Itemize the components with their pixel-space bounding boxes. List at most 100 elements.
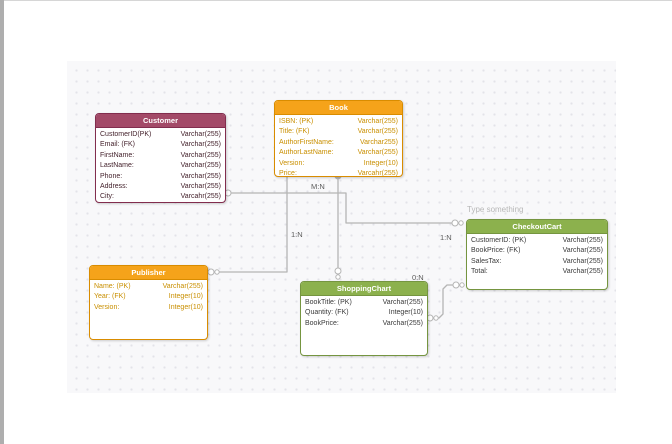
field-row[interactable]: Email: (FK) Varchar(255) (96, 140, 225, 150)
field-type: Integer(10) (168, 293, 203, 301)
field-name: FirstName: (100, 151, 135, 159)
edge-cardinality-label: 1:N (291, 230, 303, 239)
field-name: City: (100, 193, 114, 201)
field-name: CustomerID(PK) (100, 131, 152, 138)
field-row[interactable]: Year: (FK) Integer(10) (90, 292, 207, 302)
field-name: Title: (FK) (279, 128, 310, 136)
edge-cardinality-label: M:N (311, 182, 325, 191)
entity-title[interactable]: Book (275, 101, 402, 115)
field-name: AuthorFirstName: (279, 138, 334, 146)
edge-endpoint-marker[interactable] (451, 219, 459, 227)
edge-endpoint-marker[interactable] (433, 315, 439, 321)
field-type: Varcahr(255) (180, 193, 221, 201)
field-row[interactable]: Phone: Varchar(255) (96, 172, 225, 182)
edge-cardinality-label: 0:N (412, 273, 424, 282)
field-type: Varchar(255) (180, 151, 221, 159)
field-row[interactable]: CustomerID: (PK) Varchar(255) (467, 236, 607, 246)
window-left-edge (0, 0, 4, 444)
field-type: Varchar(255) (180, 162, 221, 170)
field-name: BookPrice: (FK) (471, 247, 521, 255)
entity-title[interactable]: Customer (96, 114, 225, 128)
field-name: AuthorLastName: (279, 149, 334, 157)
edge-endpoint-marker[interactable] (214, 269, 220, 275)
canvas-text-placeholder[interactable]: Type something (467, 205, 524, 214)
edge-book-publisher[interactable] (214, 176, 288, 273)
field-name: LastName: (100, 162, 134, 170)
field-row[interactable]: Version: Integer(10) (275, 159, 402, 169)
field-type: Integer(10) (363, 159, 398, 167)
field-row[interactable]: FirstName: Varchar(255) (96, 151, 225, 161)
field-type: Varchar(255) (562, 237, 603, 244)
edge-endpoint-marker[interactable] (458, 220, 464, 226)
field-type: Varchar(255) (562, 257, 603, 265)
field-row[interactable]: Version:Integer(10) (90, 303, 207, 313)
field-name: BookPrice: (305, 319, 339, 327)
field-type: Varchar255) (359, 138, 398, 146)
field-name: CustomerID: (PK) (471, 237, 527, 244)
field-row[interactable]: Address: Varchar(255) (96, 182, 225, 192)
entity-fields: CustomerID(PK) Varchar(255) Email: (FK) Var… (96, 128, 225, 202)
field-type: Integer(10) (168, 303, 203, 311)
field-row[interactable]: BookTitle: (PK)Varchar(255) (301, 298, 427, 308)
field-row[interactable]: Total: Varchar(255) (467, 267, 607, 277)
entity-fields: CustomerID: (PK)Varchar(255)BookPrice: (… (467, 234, 607, 278)
field-name: SalesTax: (471, 257, 502, 265)
field-name: Email: (FK) (100, 141, 135, 149)
field-row[interactable]: Name: (PK) Varchar(255) (90, 282, 207, 292)
field-type: Varchar(255) (357, 118, 398, 125)
field-row[interactable]: Price: Varcahr(255) (275, 169, 402, 177)
edge-endpoint-marker[interactable] (207, 268, 215, 276)
field-row[interactable]: ISBN: (PK) Varchar(255) (275, 117, 402, 127)
field-row[interactable]: City: Varcahr(255) (96, 192, 225, 202)
field-type: Integer(10) (388, 309, 423, 317)
field-row[interactable]: LastName: Varchar(255) (96, 161, 225, 171)
field-name: Version: (279, 159, 305, 167)
entity-title[interactable]: ShoppingChart (301, 282, 427, 296)
field-type: Varchar(255) (562, 247, 603, 255)
field-type: Varcahr(255) (357, 169, 398, 177)
entity-fields: ISBN: (PK) Varchar(255) Title: (FK) Varchar… (275, 115, 402, 177)
field-type: Varchar(255) (180, 141, 221, 149)
edge-endpoint-marker[interactable] (459, 282, 465, 288)
field-type: Varchar(255) (180, 172, 221, 180)
edge-endpoint-marker[interactable] (334, 267, 342, 275)
entity-title[interactable]: Publisher (90, 266, 207, 280)
entity-fields: BookTitle: (PK)Varchar(255)Quantity: (FK… (301, 296, 427, 329)
field-name: Phone: (100, 172, 123, 180)
field-row[interactable]: SalesTax: Varchar(255) (467, 257, 607, 267)
field-type: Varchar(255) (162, 283, 203, 290)
field-name: Quantity: (FK) (305, 309, 349, 317)
field-name: Year: (FK) (94, 293, 126, 301)
field-type: Varchar(255) (357, 149, 398, 157)
edge-endpoint-marker[interactable] (335, 274, 341, 280)
field-row[interactable]: BookPrice: Varchar(255) (301, 319, 427, 329)
field-type: Varchar(255) (180, 182, 221, 190)
entity-fields: Name: (PK) Varchar(255) Year: (FK) Integer(… (90, 280, 207, 313)
field-row[interactable]: Quantity: (FK) Integer(10) (301, 308, 427, 318)
edge-endpoint-marker[interactable] (452, 281, 460, 289)
field-name: Address: (100, 182, 128, 190)
field-name: Price: (279, 169, 297, 177)
field-type: Varchar(255) (562, 268, 603, 276)
window-top-edge (4, 0, 672, 1)
field-type: Varchar(255) (382, 319, 423, 327)
field-row[interactable]: AuthorFirstName: Varchar255) (275, 138, 402, 148)
field-row[interactable]: Title: (FK) Varchar(255) (275, 127, 402, 137)
field-row[interactable]: CustomerID(PK) Varchar(255) (96, 130, 225, 140)
field-type: Varchar(255) (180, 131, 221, 138)
field-type: Varchar(255) (357, 128, 398, 136)
field-row[interactable]: BookPrice: (FK) Varchar(255) (467, 246, 607, 256)
entity-title[interactable]: CheckoutCart (467, 220, 607, 234)
edge-customer-checkoutcart[interactable] (226, 192, 462, 224)
field-row[interactable]: AuthorLastName: Varchar(255) (275, 148, 402, 158)
field-name: Total: (471, 268, 488, 276)
field-name: ISBN: (PK) (279, 118, 314, 125)
field-name: Name: (PK) (94, 283, 131, 290)
field-type: Varchar(255) (382, 299, 423, 306)
